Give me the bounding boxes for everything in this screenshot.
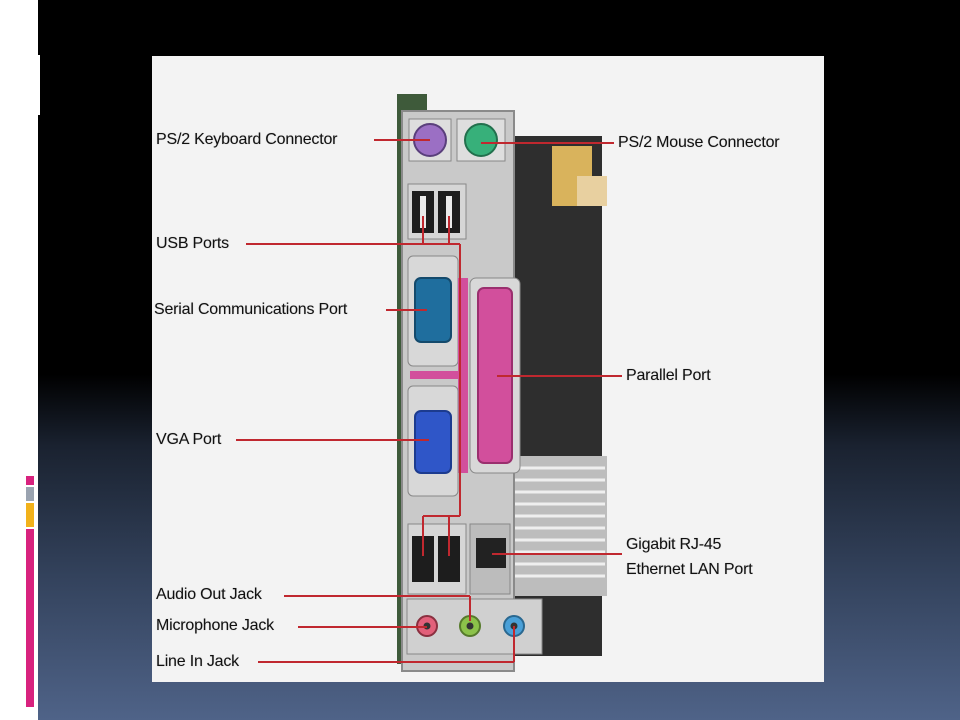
label-usb-ports: USB Ports	[156, 235, 229, 252]
heat-sink	[512, 456, 607, 596]
ps2-mouse-port	[464, 123, 498, 157]
label-line-in-jack: Line In Jack	[156, 653, 239, 670]
label-gigabit-rj45: Gigabit RJ-45	[626, 536, 722, 553]
decor-bar-gray	[26, 487, 34, 501]
decor-bar-magenta-long	[26, 529, 34, 707]
label-ps2-mouse-connector: PS/2 Mouse Connector	[618, 134, 780, 151]
label-microphone-jack: Microphone Jack	[156, 617, 274, 634]
vga-port	[414, 410, 452, 474]
decor-bar-gold	[26, 503, 34, 527]
label-serial-communications-port: Serial Communications Port	[154, 301, 348, 318]
label-vga-port: VGA Port	[156, 431, 222, 448]
label-audio-out-jack: Audio Out Jack	[156, 586, 262, 603]
label-parallel-port: Parallel Port	[626, 367, 711, 384]
usb-port-4	[438, 536, 460, 582]
usb-port-3	[412, 536, 434, 582]
parallel-frame-left	[458, 278, 468, 473]
decor-bar-magenta-small	[26, 476, 34, 485]
label-ps2-keyboard-connector: PS/2 Keyboard Connector	[156, 131, 338, 148]
label-ethernet-lan-port: Ethernet LAN Port	[626, 561, 753, 578]
leader-lines	[236, 139, 622, 663]
decor-bars-top	[22, 55, 40, 115]
vga-frame-top	[410, 371, 458, 379]
io-panel-illustration	[236, 94, 622, 672]
board-component-2	[577, 176, 607, 206]
motherboard-io-panel-diagram: PS/2 Keyboard Connector PS/2 Mouse Conne…	[152, 56, 824, 682]
